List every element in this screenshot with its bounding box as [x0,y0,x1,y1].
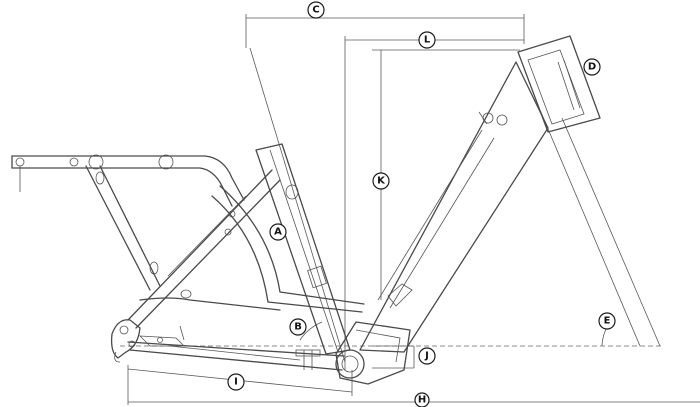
marker-c: C [307,1,325,19]
marker-l-label: L [424,35,431,46]
motor-bracket [335,321,411,385]
rear-dropout [110,319,185,363]
marker-k: K [372,172,390,190]
marker-d: D [583,58,601,76]
marker-b-label: B [294,322,302,333]
marker-c-label: C [312,5,319,16]
marker-i-label: I [234,377,238,388]
dimension-lines [120,14,700,405]
rear-rack [11,154,245,207]
marker-e-label: E [604,316,611,327]
dim-b-arc [299,321,323,341]
head-angle-ref-line [539,109,641,347]
steering-axis-extension [561,117,661,347]
bike-frame [11,35,601,385]
chainstay [127,341,345,371]
seat-stays [127,169,281,329]
marker-h-label: H [418,395,426,406]
bottom-bracket [335,349,365,379]
marker-d-label: D [588,62,596,73]
marker-e: E [598,312,616,330]
marker-a-label: A [274,227,282,238]
marker-h: H [414,392,430,407]
rack-strut [85,165,161,291]
seat-angle-extension [249,47,346,363]
marker-j: J [418,347,436,365]
head-tube [517,35,601,133]
down-tube-bosses [478,111,508,126]
marker-l: L [418,31,436,49]
down-tube [359,61,549,353]
marker-a: A [269,223,287,241]
marker-j-label: J [424,351,429,362]
marker-b: B [289,318,307,336]
marker-k-label: K [377,176,386,187]
curved-stay [139,185,365,313]
marker-i: I [227,373,245,391]
